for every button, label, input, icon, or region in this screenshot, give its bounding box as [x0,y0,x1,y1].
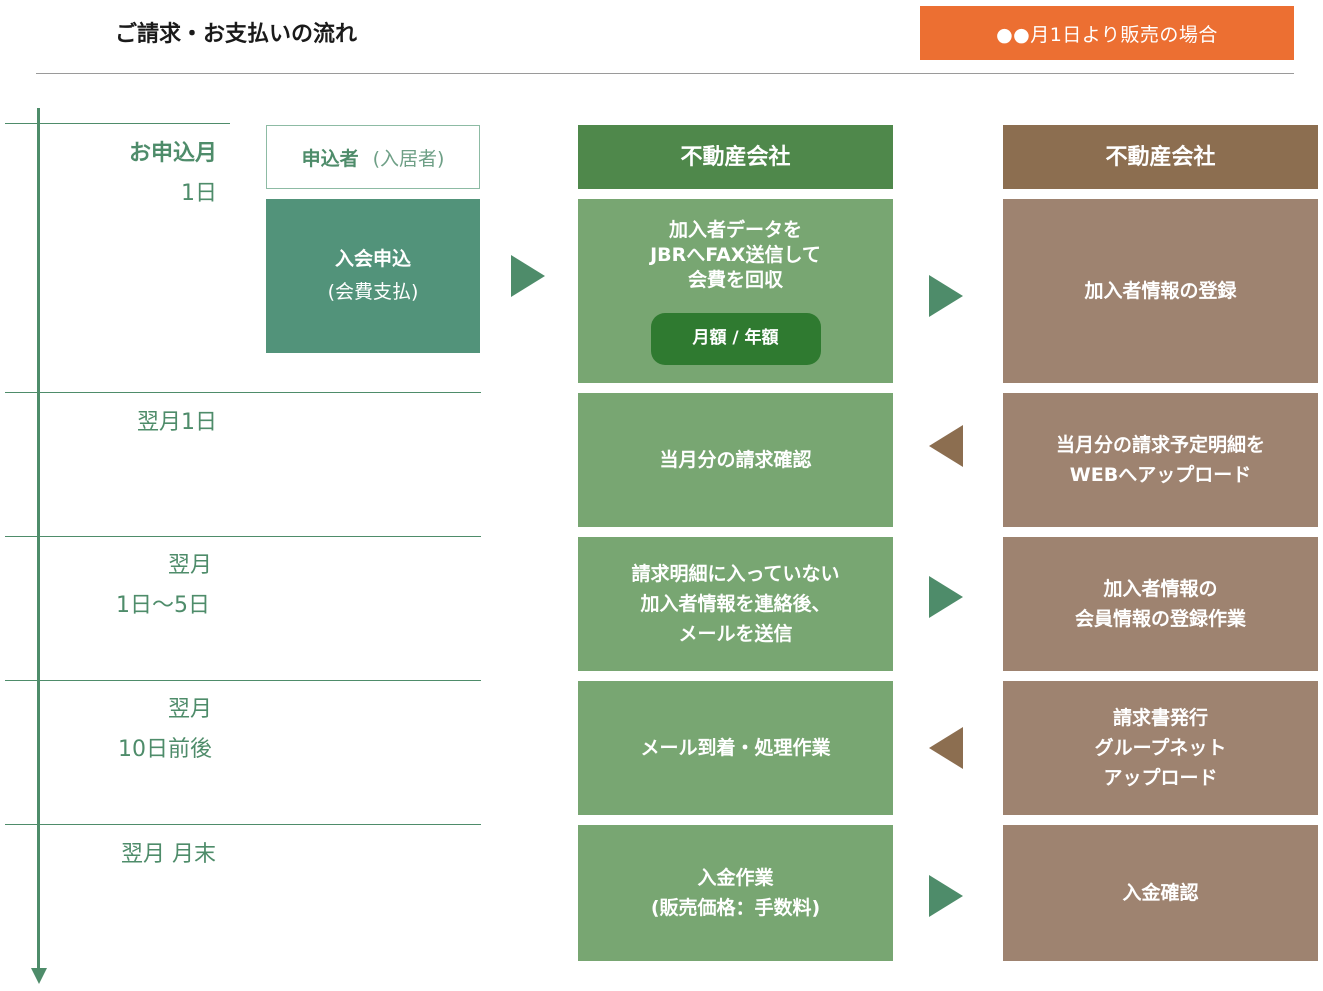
arrow-right-icon [929,576,963,618]
box-line: グループネット [1094,737,1227,759]
date-line2: 1日〜5日 [116,593,210,618]
applicant-header-sub: (入居者) [372,147,445,170]
arrow-right-icon [929,875,963,917]
box-line: WEBへアップロード [1069,464,1252,486]
timeline-axis [37,108,40,974]
box-line: JBRへFAX送信して [650,243,821,266]
box-line: 加入者情報を連絡後、 [640,593,831,615]
row-divider [5,123,230,124]
box-line: 請求書発行 [1112,707,1208,729]
box-line: 加入者データを [668,218,802,241]
box-line: 加入者情報の登録 [1084,279,1237,302]
date-label-next-month-1st: 翌月1日 [17,403,217,443]
partner-box-upload: 当月分の請求予定明細を WEBへアップロード [1003,393,1318,527]
applicant-box-line1: 入会申込 [334,248,411,270]
partner-box-register: 加入者情報の登録 [1003,199,1318,383]
partner-box-confirm: 入金確認 [1003,825,1318,961]
applicant-header: 申込者 (入居者) [266,125,480,189]
date-label-next-month-10: 翌月 10日前後 [12,690,212,770]
date-line2: 10日前後 [118,737,212,762]
date-label-next-month-1-5: 翌月 1日〜5日 [12,546,212,626]
box-line: 加入者情報の [1103,578,1218,600]
row-divider [5,824,481,825]
realestate-box-fax: 加入者データを JBRへFAX送信して 会費を回収 月額 / 年額 [578,199,893,383]
box-line: (販売価格：手数料) [650,897,821,919]
sales-start-badge: ●●月1日より販売の場合 [920,6,1294,60]
box-line: アップロード [1103,767,1218,789]
box-line: 入金確認 [1122,881,1199,904]
box-line: メールを送信 [678,623,793,645]
realestate-box-email: 請求明細に入っていない 加入者情報を連絡後、 メールを送信 [578,537,893,671]
date-line1: 翌月 [167,697,212,722]
page-title: ご請求・お支払いの流れ [115,22,358,47]
date-line1: お申込月 [128,141,217,166]
header-divider [36,73,1294,74]
row-divider [5,536,481,537]
box-line: 会費を回収 [687,268,783,291]
applicant-box-line2: (会費支払) [327,281,419,303]
row-divider [5,392,481,393]
date-label-next-month-end: 翌月 月末 [16,835,216,875]
arrow-left-icon [929,727,963,769]
date-line1: 翌月1日 [137,410,217,435]
box-line: メール到着・処理作業 [640,736,831,759]
box-line: 入金作業 [697,867,774,889]
realestate-box-check: 当月分の請求確認 [578,393,893,527]
realestate-box-payment: 入金作業 (販売価格：手数料) [578,825,893,961]
partner-box-invoice: 請求書発行 グループネット アップロード [1003,681,1318,815]
partner-box-member-register: 加入者情報の 会員情報の登録作業 [1003,537,1318,671]
billing-period-pill: 月額 / 年額 [650,312,821,365]
applicant-box-membership: 入会申込 (会費支払) [266,199,480,353]
arrow-right-icon [511,255,545,297]
box-line: 当月分の請求確認 [659,448,812,471]
date-line2: 1日 [181,181,217,206]
applicant-header-main: 申込者 [301,147,359,170]
date-label-application: お申込月 1日 [17,134,217,214]
arrow-right-icon [929,275,963,317]
date-line1: 翌月 [167,553,212,578]
realestate-box-process: メール到着・処理作業 [578,681,893,815]
timeline-arrow-icon [31,968,47,984]
box-line: 請求明細に入っていない [631,563,840,585]
box-line: 当月分の請求予定明細を [1055,434,1265,456]
row-divider [5,680,481,681]
box-line: 会員情報の登録作業 [1074,608,1246,630]
arrow-left-icon [929,425,963,467]
date-line1: 翌月 月末 [121,842,216,867]
realestate-header: 不動産会社 [578,125,893,189]
partner-header: 不動産会社 [1003,125,1318,189]
